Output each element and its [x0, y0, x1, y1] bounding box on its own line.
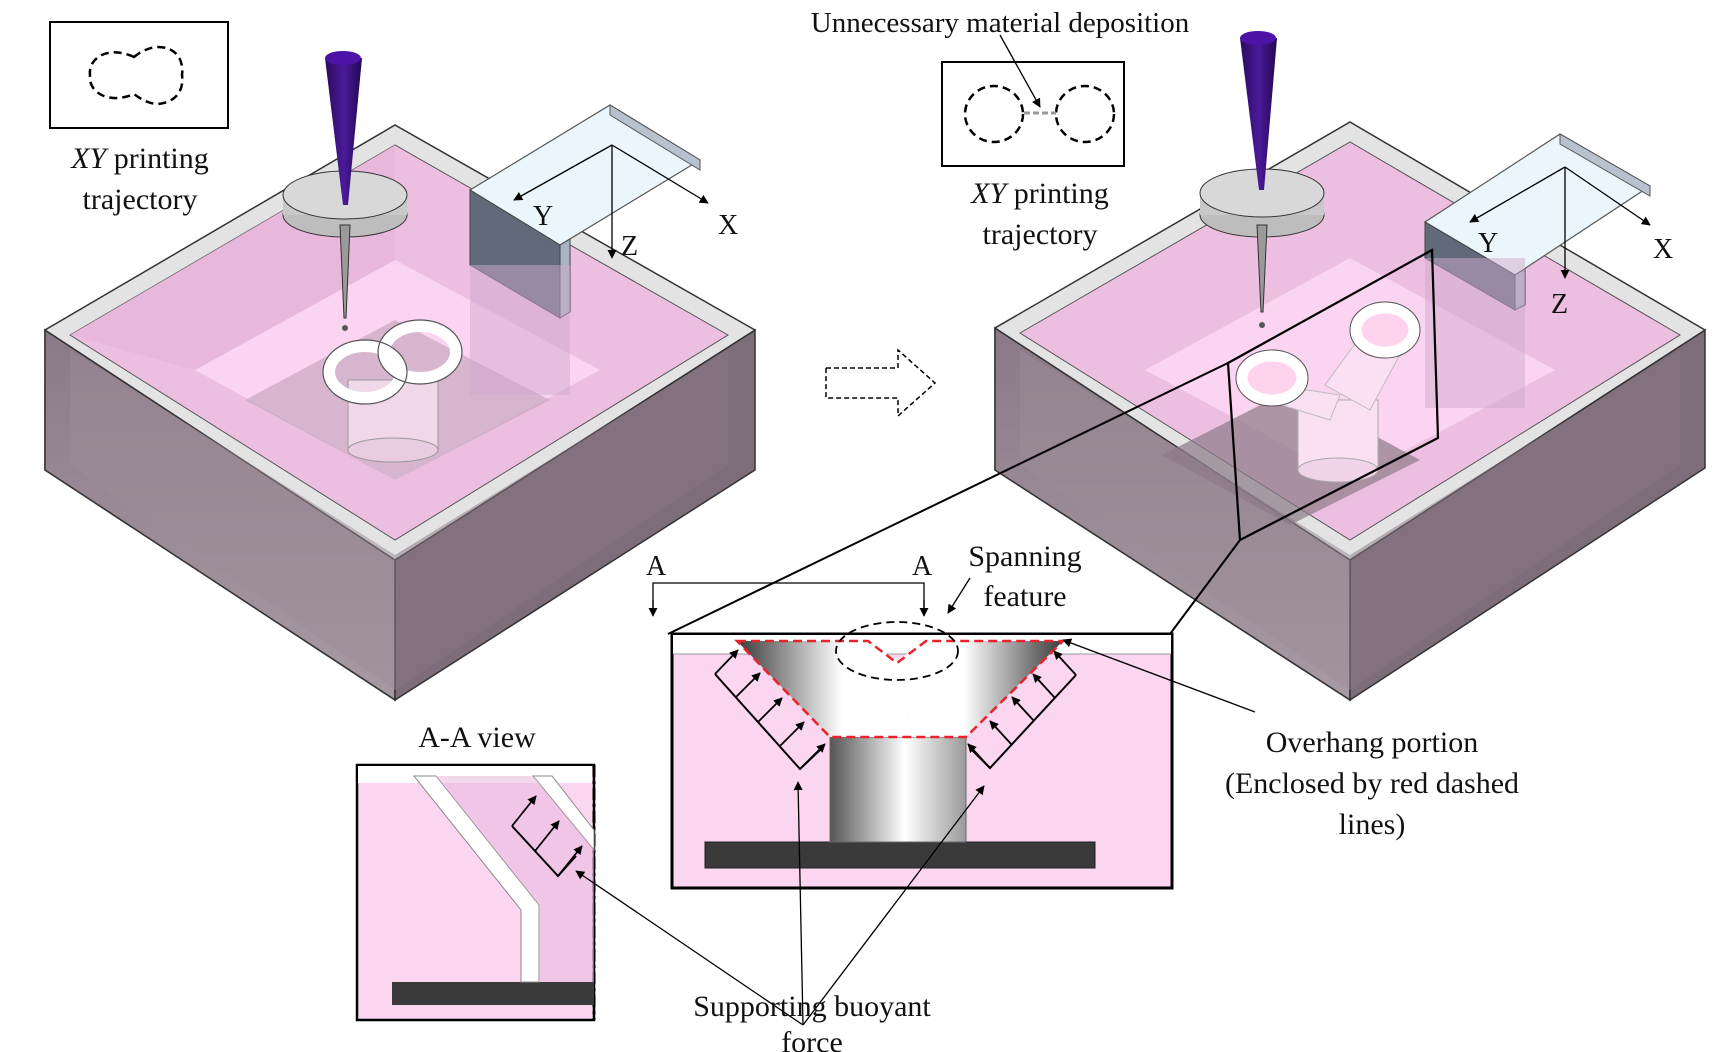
section-mark-a-right: A [912, 551, 933, 582]
overhang-label-line2: (Enclosed by red dashed [1225, 767, 1519, 800]
right-trajectory-circle-right [1054, 84, 1116, 144]
right-nozzle-barrel [1240, 38, 1277, 190]
zoom-leader-right [1169, 539, 1241, 635]
left-gantry-submerged [470, 265, 570, 395]
right-part-ring-left [1236, 350, 1308, 406]
overhang-boundary [734, 639, 1067, 739]
right-inset-caption-line1: XY printing [970, 177, 1109, 210]
section-mark-aa: A A [646, 551, 933, 617]
left-part-stem-bottom [347, 437, 439, 463]
aa-build-plate [392, 982, 594, 1005]
spanning-feature-line1: Spanning [968, 540, 1081, 573]
right-nozzle-top [1240, 31, 1276, 45]
left-tank-assembly: Y X Z XY printing trajectory [43, 21, 757, 702]
buoyant-arrows-left [714, 649, 826, 771]
aa-view-title: A-A view [418, 721, 536, 754]
overhang-label-line1: Overhang portion [1266, 726, 1478, 759]
section-arm-left [737, 641, 912, 737]
transition-arrow [825, 348, 937, 418]
left-part-ring-outline-b [377, 319, 463, 385]
left-nozzle-barrel [325, 58, 362, 205]
section-arm-right [897, 641, 1063, 737]
buoyant-label-line2: force [781, 1026, 843, 1052]
right-axis-x [1564, 166, 1651, 226]
spanning-feature-line2: feature [983, 580, 1066, 613]
left-inset-caption-line1: XY printing [70, 142, 209, 175]
buoyant-pointer-aa [575, 870, 804, 1026]
right-gel-lower-r [1350, 350, 1680, 690]
zoom-leader-left [667, 362, 1229, 635]
unnecessary-deposition-pointer [999, 34, 1041, 108]
buoyant-label-line1: Supporting buoyant [693, 990, 931, 1023]
left-nozzle-top [325, 51, 361, 65]
left-part-ring-b [378, 320, 462, 384]
overhang-label-line3: lines) [1339, 808, 1406, 841]
left-axis-y-label: Y [533, 201, 553, 232]
left-gantry-arm [609, 104, 701, 171]
aa-buoyant-arrow-1 [511, 795, 537, 827]
right-part-ring-right-outline [1349, 301, 1421, 359]
left-gel-lower-r [395, 350, 728, 690]
right-part-ring-left-outline [1235, 349, 1309, 407]
buoyant-arrows-right [967, 650, 1077, 770]
section-build-plate [704, 841, 1096, 869]
buoyant-pointer-left [793, 781, 804, 1026]
left-inset-caption-line2: trajectory [83, 183, 198, 216]
section-zoom-view [670, 621, 1174, 890]
right-part-stem-bottom [1297, 457, 1379, 483]
buoyant-pointer-right [802, 785, 985, 1026]
right-axis-x-label: X [1653, 234, 1673, 265]
left-droplet [342, 325, 348, 331]
aa-buoyant-arrow-3 [557, 845, 583, 877]
spanning-feature-highlight [835, 621, 959, 681]
section-plane [1226, 248, 1440, 542]
left-axis-x [611, 144, 709, 204]
aa-view-panel [355, 763, 596, 1022]
right-platform [1162, 390, 1420, 525]
left-axis-z-label: Z [621, 231, 638, 262]
right-gel-lower [1020, 350, 1350, 690]
right-droplet [1259, 322, 1265, 328]
left-trajectory-inset [49, 21, 229, 129]
right-gantry-arm [1559, 133, 1651, 197]
section-stem [829, 736, 967, 843]
right-axis-z-label: Z [1551, 289, 1568, 320]
right-trajectory-circle-left [963, 84, 1025, 144]
right-axis-y [1469, 166, 1566, 223]
right-nozzle-needle [1256, 224, 1268, 313]
right-tank-assembly: Y X Z Unnecessary material deposition XY… [811, 7, 1707, 702]
right-part-ring-right [1350, 302, 1420, 358]
right-gantry-submerged [1425, 258, 1525, 408]
aa-buoyant-arrow-2 [534, 820, 560, 852]
left-part-ring-outline-a [322, 339, 408, 405]
right-inset-caption-line2: trajectory [983, 218, 1098, 251]
spanning-feature-pointer [947, 577, 971, 614]
section-mark-a-left: A [646, 551, 667, 582]
overhang-pointer [1062, 638, 1256, 713]
unnecessary-deposition-label: Unnecessary material deposition [811, 7, 1190, 39]
left-axis-y [513, 144, 613, 201]
right-axis-y-label: Y [1478, 228, 1498, 259]
left-nozzle-needle [339, 224, 351, 319]
left-trajectory-path [88, 45, 184, 106]
left-gel-lower [70, 350, 395, 690]
left-axis-x-label: X [718, 210, 738, 241]
